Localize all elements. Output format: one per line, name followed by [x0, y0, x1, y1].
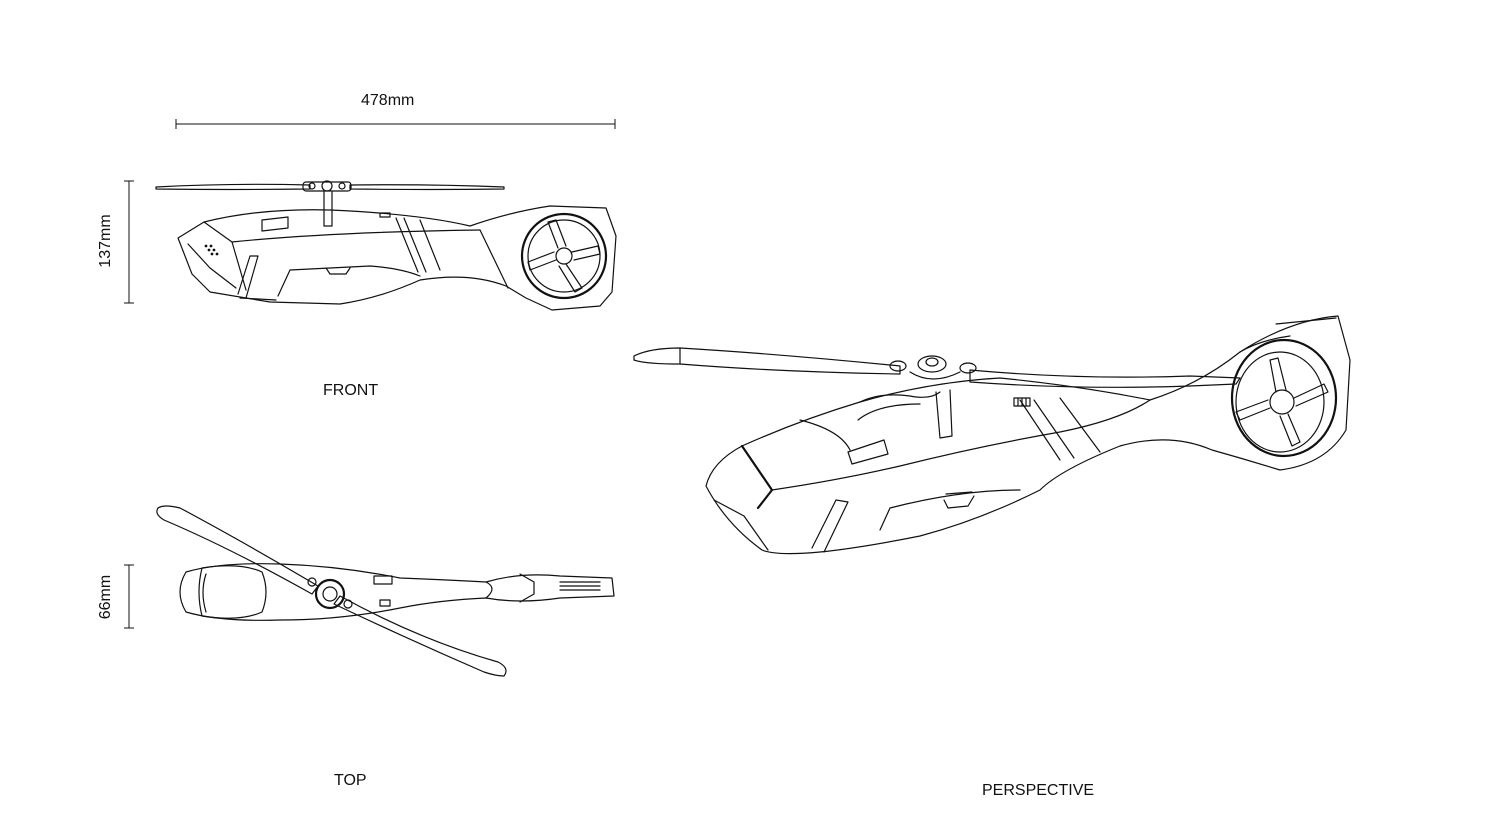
top-view-label: TOP — [334, 772, 367, 789]
height-dimension-line — [124, 180, 134, 304]
front-view-drawing — [155, 180, 617, 311]
perspective-view-drawing — [633, 315, 1351, 555]
width-dimension-line — [124, 564, 134, 629]
length-dimension-label: 478mm — [361, 92, 415, 109]
length-dimension-line — [175, 119, 616, 129]
top-view-drawing — [156, 505, 615, 677]
front-view-label: FRONT — [323, 382, 379, 399]
perspective-view-label: PERSPECTIVE — [982, 782, 1095, 799]
